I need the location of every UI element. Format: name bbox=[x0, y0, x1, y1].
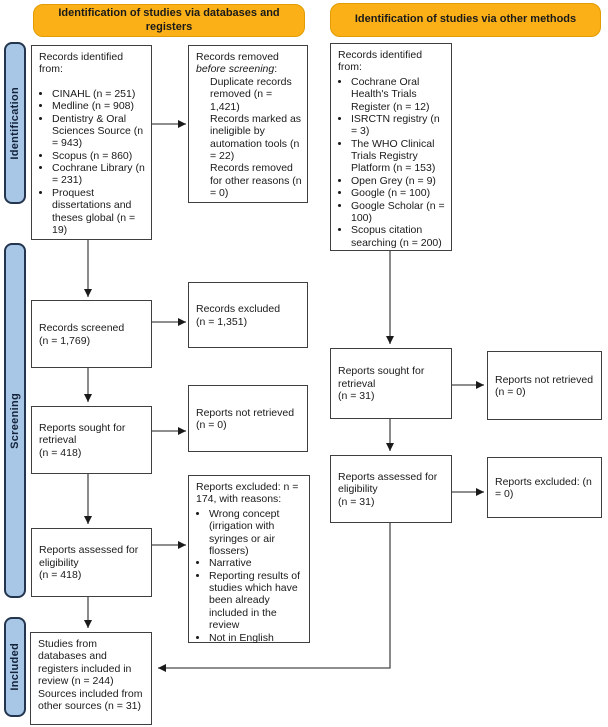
reports-not-retrieved-right-label: Reports not retrieved (n = 0) bbox=[495, 373, 594, 398]
header-databases-label: Identification of studies via databases … bbox=[58, 6, 280, 33]
exclusion-reasons-list: Wrong concept (irrigation with syringes … bbox=[196, 508, 304, 644]
box-records-screened: Records screened (n = 1,769) bbox=[31, 300, 152, 368]
stage-bar-identification: Identification bbox=[4, 42, 26, 204]
records-excluded-label: Records excluded (n = 1,351) bbox=[196, 303, 281, 328]
list-item: Dentistry & Oral Sciences Source (n = 94… bbox=[52, 113, 146, 150]
records-removed-italic: before screening bbox=[196, 63, 275, 76]
reports-assessed-right-label: Reports assessed for eligibility (n = 31… bbox=[338, 470, 438, 508]
list-item: ISRCTN registry (n = 3) bbox=[351, 113, 446, 138]
reports-sought-left-label: Reports sought for retrieval (n = 418) bbox=[39, 421, 126, 459]
box-reports-excluded-right: Reports excluded: (n = 0) bbox=[487, 457, 602, 518]
stage-bar-screening: Screening bbox=[4, 243, 26, 598]
box-reports-assessed-left: Reports assessed for eligibility (n = 41… bbox=[31, 528, 152, 597]
records-removed-intro: Records removed before screening: bbox=[196, 51, 279, 76]
box-reports-sought-right: Reports sought for retrieval (n = 31) bbox=[330, 348, 452, 419]
list-item: Proquest dissertations and theses global… bbox=[52, 187, 146, 237]
box-reports-assessed-right: Reports assessed for eligibility (n = 31… bbox=[330, 455, 452, 523]
list-item: Google Scholar (n = 100) bbox=[351, 200, 446, 225]
stage-label-screening: Screening bbox=[9, 392, 21, 449]
box-included-studies: Studies from databases and registers inc… bbox=[30, 632, 152, 725]
list-item: Google (n = 100) bbox=[351, 187, 446, 199]
reports-excluded-right-label: Reports excluded: (n = 0) bbox=[495, 475, 592, 500]
box-reports-sought-left: Reports sought for retrieval (n = 418) bbox=[31, 406, 152, 474]
box-intro: Records identified from: bbox=[39, 51, 124, 76]
reports-excluded-intro: Reports excluded: n = 174, with reasons: bbox=[196, 481, 299, 506]
stage-bar-included: Included bbox=[4, 617, 26, 717]
included-studies-label: Studies from databases and registers inc… bbox=[38, 638, 143, 712]
header-databases-registers: Identification of studies via databases … bbox=[33, 4, 305, 37]
list-item: CINAHL (n = 251) bbox=[52, 88, 146, 100]
box-records-excluded: Records excluded (n = 1,351) bbox=[188, 282, 308, 348]
stage-label-included: Included bbox=[9, 643, 21, 691]
list-item: Narrative bbox=[209, 557, 304, 569]
list-item: Records marked as ineligible by automati… bbox=[210, 112, 302, 162]
box-reports-not-retrieved-left: Reports not retrieved (n = 0) bbox=[188, 385, 308, 452]
box-records-identified-databases: Records identified from: CINAHL (n = 251… bbox=[31, 45, 152, 240]
box-reports-not-retrieved-right: Reports not retrieved (n = 0) bbox=[487, 351, 602, 420]
list-item: The WHO Clinical Trials Registry Platfor… bbox=[351, 138, 446, 175]
database-sources-list: CINAHL (n = 251)Medline (n = 908)Dentist… bbox=[39, 88, 146, 237]
list-item: Medline (n = 908) bbox=[52, 100, 146, 112]
reports-assessed-left-label: Reports assessed for eligibility (n = 41… bbox=[39, 544, 139, 582]
box-records-identified-other: Records identified from: Cochrane Oral H… bbox=[330, 43, 452, 251]
box-records-removed: Records removed before screening: Duplic… bbox=[188, 45, 308, 203]
list-item: Records removed for other reasons (n = 0… bbox=[210, 162, 302, 200]
list-item: Cochrane Oral Health's Trials Register (… bbox=[351, 76, 446, 113]
header-other-methods-label: Identification of studies via other meth… bbox=[354, 13, 577, 26]
header-other-methods: Identification of studies via other meth… bbox=[330, 3, 601, 37]
list-item: Not in English bbox=[209, 632, 304, 644]
reports-sought-right-label: Reports sought for retrieval (n = 31) bbox=[338, 365, 425, 403]
list-item: Reporting results of studies which have … bbox=[209, 570, 304, 632]
list-item: Cochrane Library (n = 231) bbox=[52, 162, 146, 187]
stage-label-identification: Identification bbox=[9, 86, 21, 160]
reports-not-retrieved-left-label: Reports not retrieved (n = 0) bbox=[196, 406, 295, 431]
records-removed-list: Duplicate records removed (n = 1,421)Rec… bbox=[196, 76, 302, 200]
list-item: Scopus citation searching (n = 200) bbox=[351, 224, 446, 249]
list-item: Duplicate records removed (n = 1,421) bbox=[210, 75, 292, 113]
box-reports-excluded-reasons: Reports excluded: n = 174, with reasons:… bbox=[188, 475, 310, 644]
records-screened-label: Records screened (n = 1,769) bbox=[39, 322, 125, 347]
list-item: Open Grey (n = 9) bbox=[351, 175, 446, 187]
list-item: Wrong concept (irrigation with syringes … bbox=[209, 508, 304, 558]
other-sources-list: Cochrane Oral Health's Trials Register (… bbox=[338, 76, 446, 249]
list-item: Scopus (n = 860) bbox=[52, 150, 146, 162]
box-intro: Records identified from: bbox=[338, 49, 423, 74]
